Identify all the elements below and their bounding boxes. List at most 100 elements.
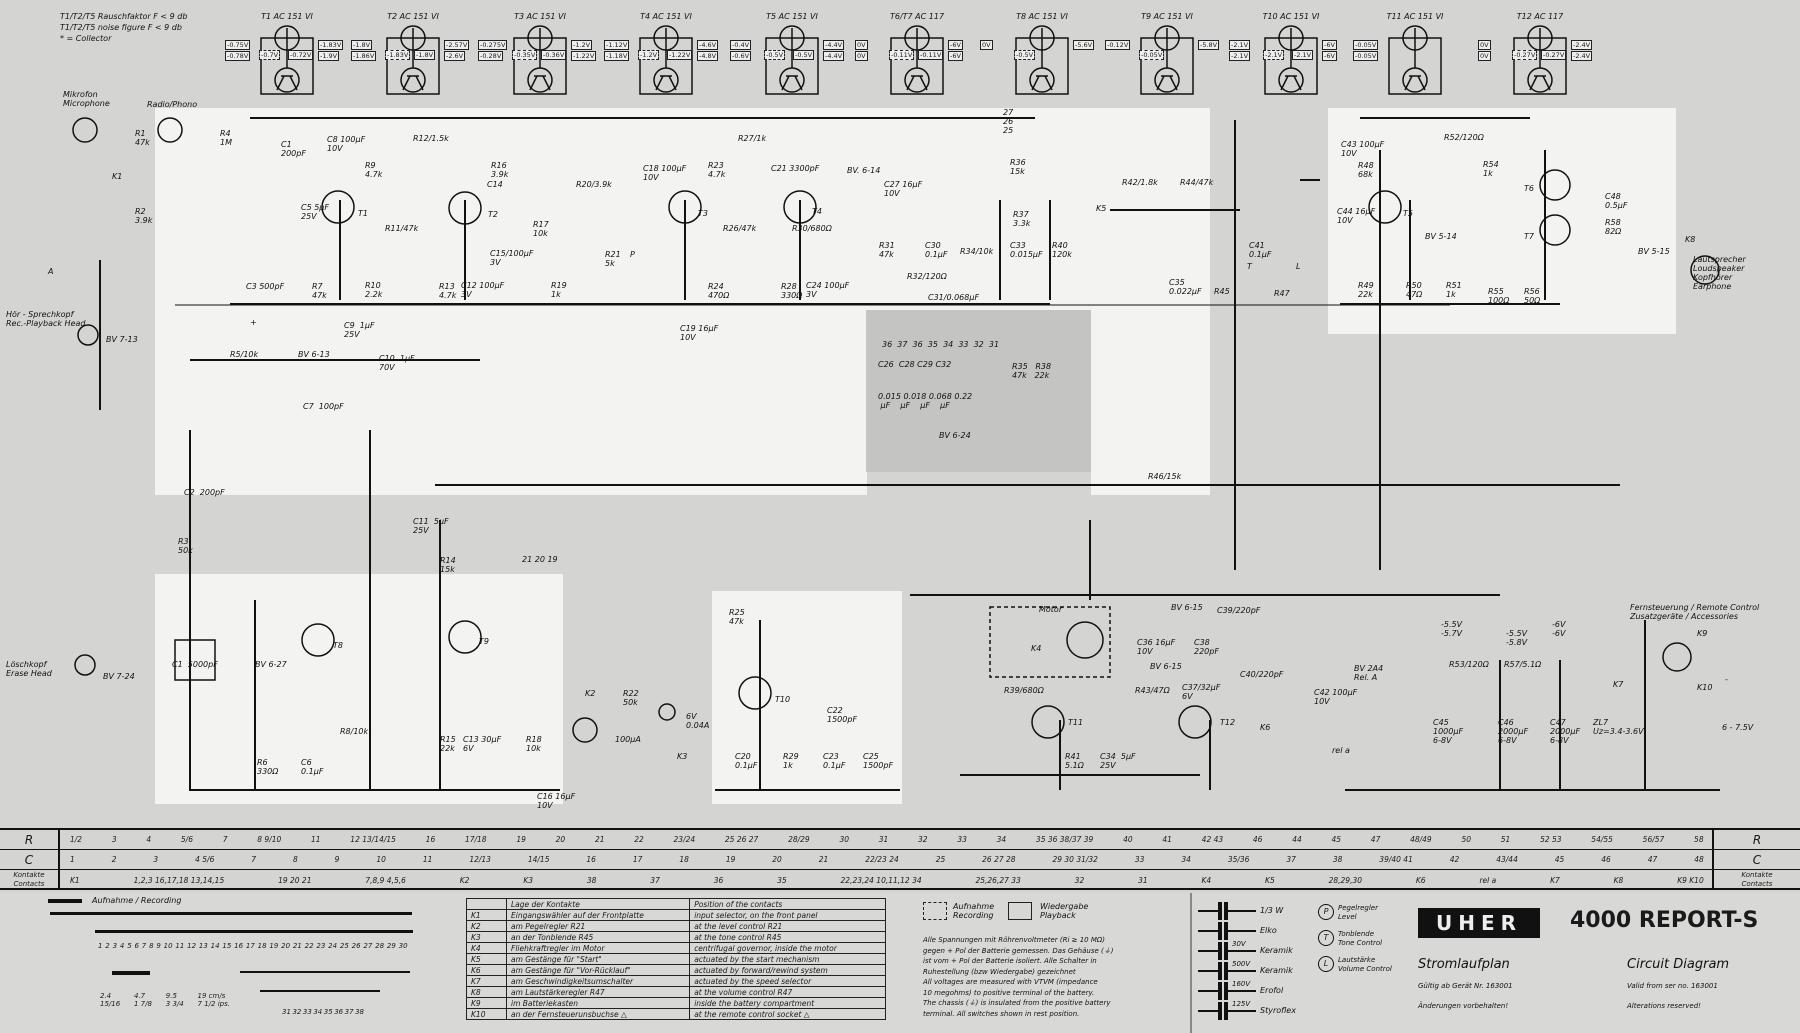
index-entry: 12 13/14/15 [350, 835, 396, 844]
component-label-bv: BV 7-24 [103, 672, 135, 681]
contact-id: K3 [466, 931, 507, 943]
voltage-label: -4.6V [697, 40, 719, 50]
contact-number: 11 [175, 942, 185, 950]
index-entry: 42 [1449, 855, 1460, 864]
voltage-label: 0V [855, 51, 868, 61]
component-label-c45: C45 1000µF 6-8V [1433, 718, 1464, 745]
index-entry: 44 [1292, 835, 1302, 844]
component-label-r23: R23 4.7k [708, 161, 726, 179]
playback-legend-label: Wiedergabe Playback [1040, 902, 1089, 920]
transistor-socket-icon [1140, 25, 1194, 95]
index-entry: 39/40 41 [1379, 855, 1413, 864]
contact-position-de: am Gestänge für "Vor-Rücklauf" [505, 964, 691, 976]
model-name: 4000 REPORT-S [1570, 908, 1759, 933]
index-entry: 19 20 21 [278, 875, 312, 885]
component-label-bv: BV. 6-14 [847, 166, 881, 175]
preamp-panel-lower [155, 313, 867, 495]
index-entry: 45 [1331, 835, 1342, 844]
component-label-6v: -6V -6V [1552, 620, 1566, 638]
component-label-c11: C11 5µF 25V [413, 517, 449, 535]
voltage-label: -0.11V [918, 50, 944, 60]
recording-arrow-icon [48, 899, 82, 903]
index-entry: 26 27 28 [982, 855, 1016, 864]
contact-position-de: am Lautstärkeregler R47 [505, 986, 691, 998]
component-label-t3: T3 [698, 209, 708, 218]
german-title: Stromlaufplan [1418, 957, 1510, 972]
index-entry: 16 [586, 855, 596, 864]
control-p-icon: P [1318, 904, 1334, 920]
voltage-label: -6V [1322, 51, 1337, 61]
index-entry: K9 K10 [1677, 875, 1704, 885]
voltage-label: -0.36V [541, 50, 567, 60]
transistor-socket-icon [1015, 25, 1069, 95]
component-label-t10: T10 [775, 695, 791, 704]
index-entry: 48 [1694, 855, 1704, 864]
voltage-label: -0.12V [1105, 40, 1131, 50]
component-label-c6: C6 0.1µF [301, 758, 324, 776]
contact-position-en: at the volume control R47 [689, 986, 886, 998]
contacts-header-en: Position of the contacts [689, 898, 886, 910]
contact-position-de: an der Fernsteuerunsbuchse △ [505, 1008, 691, 1020]
component-label-t11: T11 [1068, 718, 1084, 727]
component-label-t7: T7 [1524, 232, 1534, 241]
index-entry: 16 [425, 835, 436, 844]
component-label-r9: R9 4.7k [365, 161, 383, 179]
transistor-socket-icon [386, 25, 440, 95]
contact-position-de: Fliehkraftregler im Motor [505, 942, 691, 954]
index-entry: 12/13 [469, 855, 491, 864]
voltage-label: -0.275V [478, 40, 508, 50]
component-label-c12: C12 100µF 3V [461, 281, 505, 299]
index-entry: 47 [1647, 855, 1658, 864]
component-label-r16: R16 3.9k [491, 161, 509, 179]
english-validity: Valid from ser no. 163001 [1627, 982, 1718, 990]
index-entry: K1 [70, 875, 80, 885]
component-label-mikrofon: Mikrofon Microphone [63, 90, 110, 108]
index-entry: 31 [878, 835, 889, 844]
index-entry: 33 [957, 835, 967, 844]
voltage-label: -0.05V [1139, 50, 1165, 60]
recording-legend-label: Aufnahme Recording [953, 902, 995, 920]
voltage-measurement-note: Alle Spannungen mit Röhrenvoltmeter (Ri … [923, 936, 1114, 1018]
index-row-header-right: Kontakte Contacts [1712, 870, 1800, 890]
component-label-c39: C39/220pF [1217, 606, 1261, 615]
index-entry: 4 [146, 835, 152, 844]
component-label-c20: C20 0.1µF [735, 752, 758, 770]
index-entry: 7 [222, 835, 228, 844]
transistor-socket-icon [1388, 25, 1442, 95]
index-entry: 3 [111, 835, 117, 844]
component-label-bv: BV 6-15 [1171, 603, 1203, 612]
contact-position-de: im Batteriekasten [505, 997, 691, 1009]
index-entry: 25,26,27 33 [975, 875, 1021, 885]
component-label-c47: C47 2000µF 6-8V [1550, 718, 1581, 745]
index-entry: 45 [1554, 855, 1565, 864]
index-entry: rel a [1479, 875, 1497, 885]
component-label-c31: C31/0.068µF [928, 293, 980, 302]
header-note-1: T1/T2/T5 Rauschfaktor F < 9 db [60, 12, 188, 21]
component-label-r28: R28 330Ω [781, 282, 803, 300]
contact-number: 16 [234, 942, 244, 950]
contact-number: 21 [292, 942, 302, 950]
index-entry: 3 [153, 855, 159, 864]
component-label-motor: Motor [1039, 605, 1063, 614]
index-entry: 8 9/10 [257, 835, 282, 844]
voltage-label: -2.1V [1292, 50, 1314, 60]
voltage-label: -2.4V [1571, 40, 1593, 50]
component-label-r26: R26/47k [723, 224, 757, 233]
contact-number: 25 [339, 942, 349, 950]
contact-position-en: inside the battery compartment [689, 997, 886, 1009]
component-label-: + [250, 318, 257, 327]
component-label-100a: 100µA [615, 735, 641, 744]
component-label-t12: T12 [1220, 718, 1236, 727]
component-label-t5: T5 [1403, 209, 1413, 218]
component-label-c33: C33 0.015µF [1010, 241, 1043, 259]
index-entry: 20 [772, 855, 782, 864]
index-entry: 38 [586, 875, 597, 885]
symbol-label: Keramik [1260, 966, 1293, 975]
index-entry: 40 [1123, 835, 1133, 844]
control-label: Tonblende Tone Control [1338, 930, 1383, 947]
index-entry: 21 [594, 835, 605, 844]
